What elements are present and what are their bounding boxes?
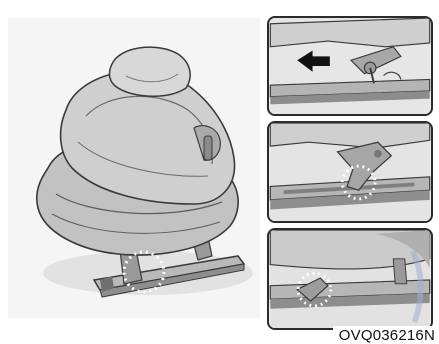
detail-inset-hook-engaged bbox=[267, 121, 433, 223]
detail-inset-release-direction bbox=[267, 16, 433, 116]
hook-engaged-drawing bbox=[269, 123, 431, 221]
latch-locked-drawing bbox=[269, 230, 431, 328]
release-direction-drawing bbox=[269, 18, 431, 114]
folded-seat-drawing bbox=[8, 18, 260, 318]
detail-inset-latch-locked bbox=[267, 228, 433, 330]
folded-seat-illustration bbox=[8, 18, 260, 318]
figure-code-label: OVQ036216N bbox=[333, 326, 439, 344]
